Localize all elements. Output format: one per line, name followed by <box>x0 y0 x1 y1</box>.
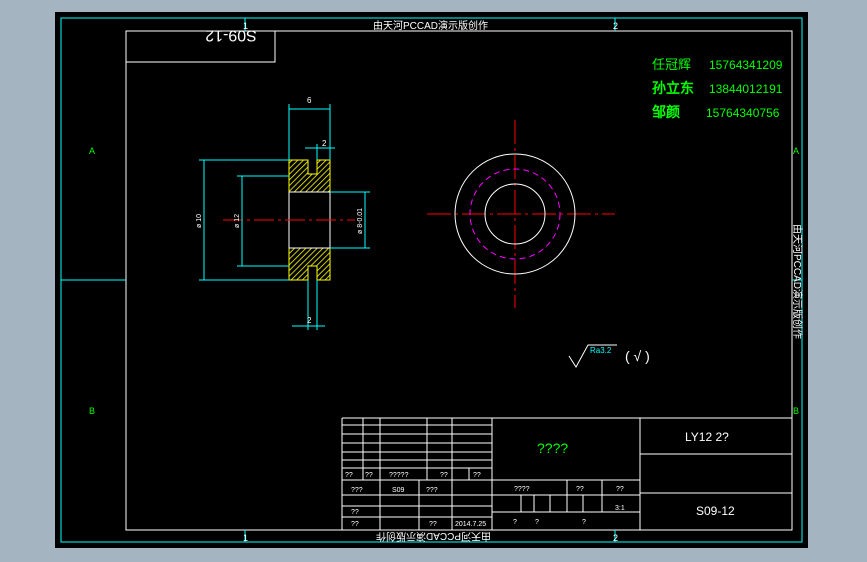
cell-r1b: ?? <box>365 472 373 479</box>
cell-r4e: ? <box>535 519 539 526</box>
title-drawing-no: S09-12 <box>696 504 735 518</box>
outer-border <box>60 17 803 543</box>
end-view-hidden-circle <box>469 168 561 260</box>
dim-bore-dia: ø 8-0.01 <box>357 208 364 234</box>
engineering-drawing: 1 2 1 2 A B A B 由天河PCCAD演示版创作 由天河PCCAD演示… <box>60 17 804 543</box>
zone-letter-left-b: B <box>89 406 95 416</box>
author-name-1: 任冠辉 <box>652 57 691 72</box>
dimension-lines <box>199 104 370 330</box>
roughness-rest: ( √ ) <box>625 348 650 364</box>
section-view <box>223 159 355 281</box>
dim-top-width: 6 <box>307 96 312 105</box>
end-view-bore-circle <box>484 183 546 245</box>
zone-number-bottom-2: 2 <box>613 533 618 543</box>
cell-r4d: ? <box>513 519 517 526</box>
edition-stamp-bottom: 由天河PCCAD演示版创作 <box>376 530 491 543</box>
drawing-number-box <box>126 31 276 63</box>
cell-r4c: 2014.7.25 <box>455 521 486 528</box>
cell-r3b: 3:1 <box>615 505 625 512</box>
zone-letter-right-b: B <box>793 406 799 416</box>
end-view-outer-circle <box>454 153 576 275</box>
dim-mid-dia: ø 12 <box>234 214 241 228</box>
author-name-3: 邹颜 <box>651 104 680 120</box>
author-name-2: 孙立东 <box>652 80 694 96</box>
cell-r1d: ?? <box>440 472 448 479</box>
dim-outer-dia: ø 10 <box>196 214 203 228</box>
author-phone-1: 15764341209 <box>709 58 783 72</box>
edition-stamp-right: 由天河PCCAD演示版创作 <box>791 224 804 339</box>
dim-flange: 2 <box>322 139 327 148</box>
cell-r4a: ?? <box>351 521 359 528</box>
zone-letter-left-a: A <box>89 146 95 156</box>
section-hatch-top <box>288 159 331 193</box>
author-phone-3: 15764340756 <box>706 106 780 120</box>
cell-r4b: ?? <box>429 521 437 528</box>
cell-r3a: ?? <box>351 509 359 516</box>
zone-letter-right-a: A <box>793 146 799 156</box>
cell-r1c: ????? <box>389 472 409 479</box>
title-material: LY12 2? <box>685 430 729 444</box>
title-block-cells: ?? ?? ????? ?? ?? ??? S09 ??? ???? ?? ??… <box>345 472 625 528</box>
zone-number-top-1: 1 <box>243 21 248 31</box>
cell-r2e: ?? <box>576 486 584 493</box>
dim-bottom: 2 <box>307 316 312 325</box>
roughness-value: Ra3.2 <box>590 346 612 355</box>
cell-r2f: ?? <box>616 486 624 493</box>
cell-r1a: ?? <box>345 472 353 479</box>
roughness-symbol: Ra3.2 ( √ ) <box>568 344 650 368</box>
cell-r4f: ? <box>582 519 586 526</box>
cell-r2b: S09 <box>392 487 405 494</box>
zone-number-bottom-1: 1 <box>243 533 248 543</box>
cell-r2c: ??? <box>426 487 438 494</box>
cell-r2d: ???? <box>514 486 530 493</box>
end-view <box>427 120 615 308</box>
cell-r2a: ??? <box>351 487 363 494</box>
author-phone-2: 13844012191 <box>709 82 783 96</box>
cell-r1e: ?? <box>473 472 481 479</box>
drawing-number-box-text: S09-12 <box>205 27 257 44</box>
title-part-name: ???? <box>537 440 568 456</box>
zone-number-top-2: 2 <box>613 21 618 31</box>
drawing-canvas: 1 2 1 2 A B A B 由天河PCCAD演示版创作 由天河PCCAD演示… <box>55 12 808 548</box>
edition-stamp-top: 由天河PCCAD演示版创作 <box>373 19 488 32</box>
section-hatch-bottom <box>288 247 331 281</box>
title-block-lines <box>341 417 792 530</box>
